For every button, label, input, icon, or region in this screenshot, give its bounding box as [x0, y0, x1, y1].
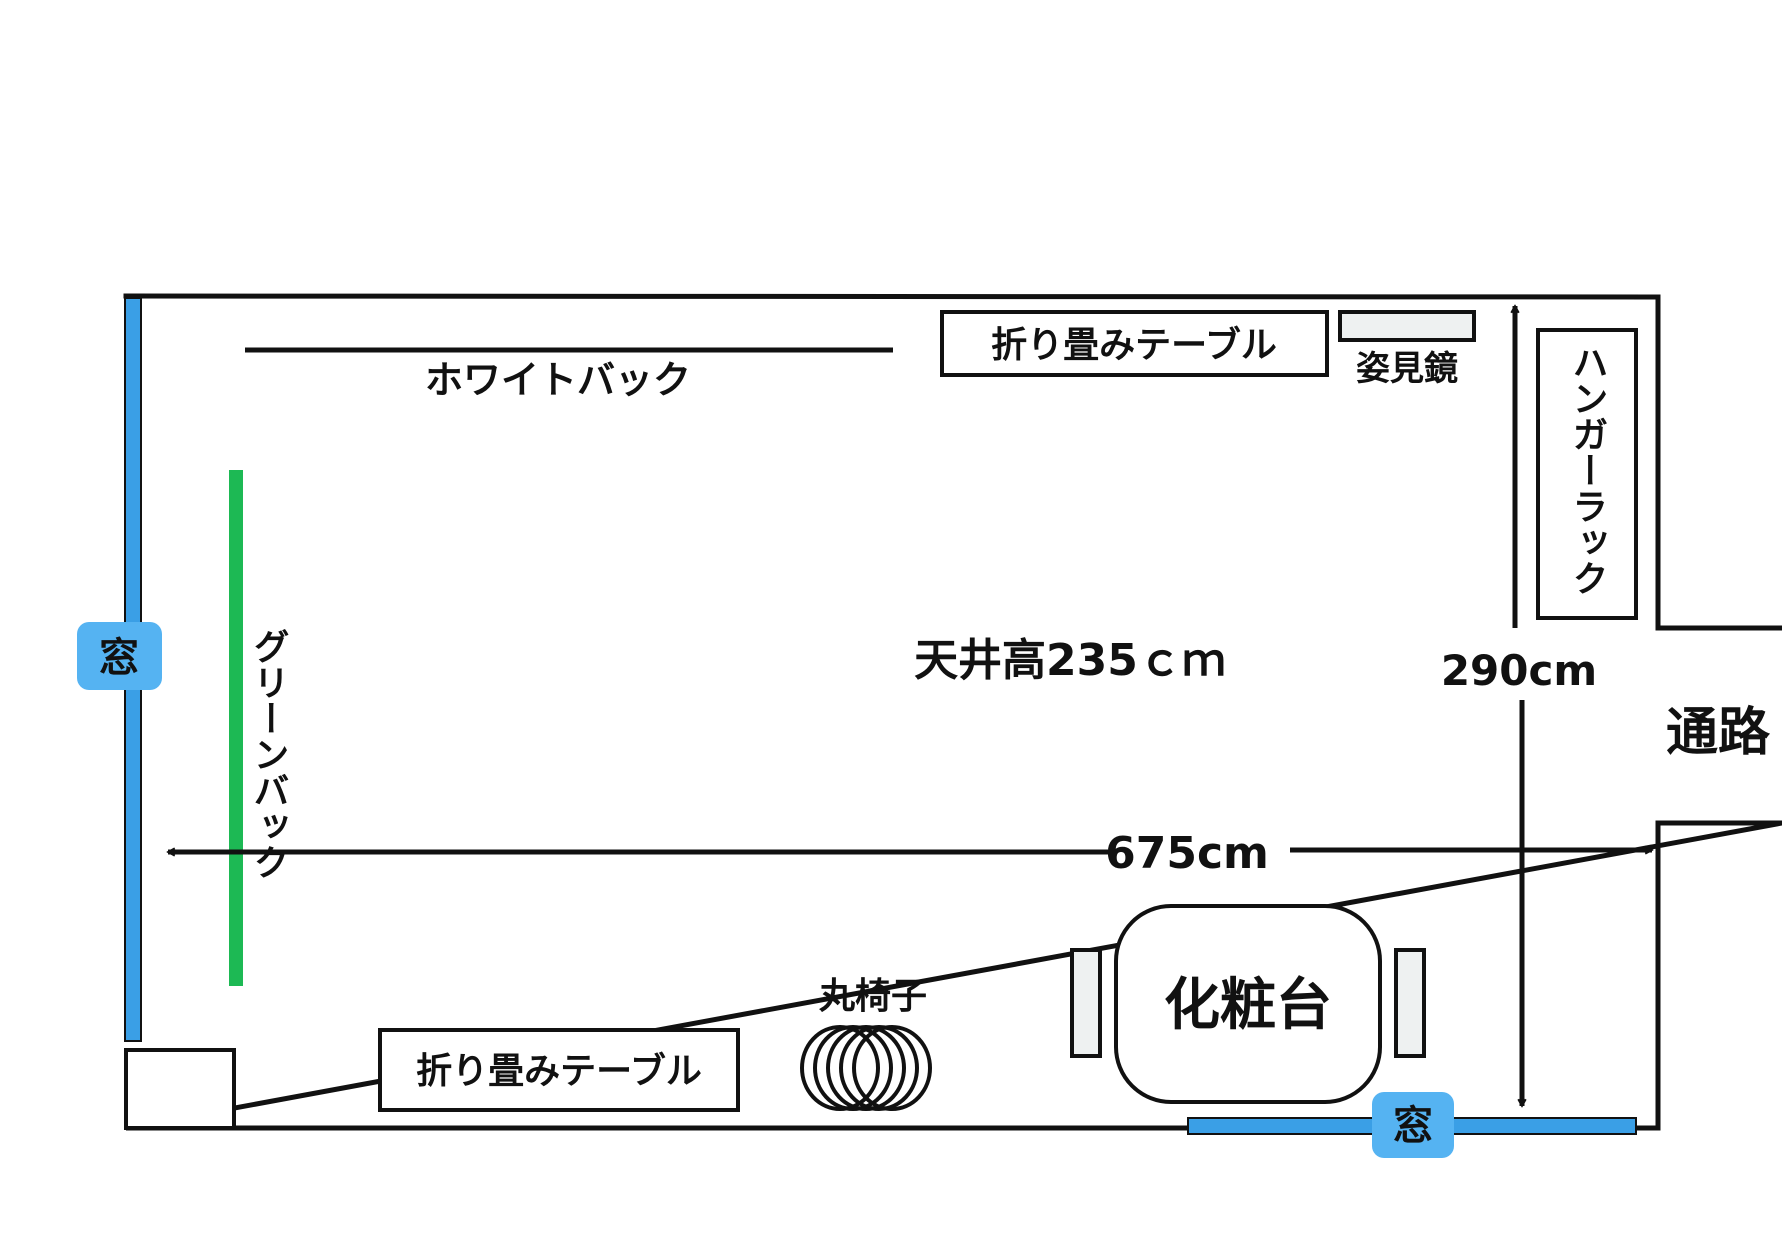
hanger-rack-label: ハンガーラック — [1567, 344, 1608, 596]
window-left-label: 窓 — [99, 635, 139, 681]
white-back-label: ホワイトバック — [425, 358, 691, 402]
folding-table-bottom-label: 折り畳みテーブル — [416, 1050, 702, 1092]
ceiling-height-label: 天井高235ｃｍ — [914, 635, 1226, 686]
folding-table-top-label: 折り畳みテーブル — [991, 324, 1277, 366]
vanity-label: 化粧台 — [1164, 973, 1332, 1038]
corner-box — [124, 1048, 236, 1130]
mirror-label: 姿見鏡 — [1356, 349, 1458, 389]
room-wall-outline — [123, 293, 1782, 1131]
folding-table-top — [940, 310, 1329, 377]
green-back-label: グリーンバック — [248, 628, 289, 880]
round-stool-icon — [800, 1025, 932, 1111]
depth-dimension-label: 290cm — [1441, 646, 1597, 695]
width-dimension-label: 675cm — [1105, 828, 1269, 879]
window-bottom-badge — [1372, 1092, 1454, 1158]
round-stool-label: 丸椅子 — [818, 976, 927, 1017]
window-bottom-label: 窓 — [1393, 1103, 1433, 1149]
vanity-side-right — [1394, 948, 1426, 1058]
passage-label: 通路 — [1666, 703, 1771, 763]
vanity-table — [1114, 904, 1382, 1104]
folding-table-bottom — [378, 1028, 740, 1112]
mirror — [1338, 310, 1476, 342]
hanger-rack — [1536, 328, 1638, 620]
vanity-side-left — [1070, 948, 1102, 1058]
window-left-badge — [77, 622, 162, 690]
